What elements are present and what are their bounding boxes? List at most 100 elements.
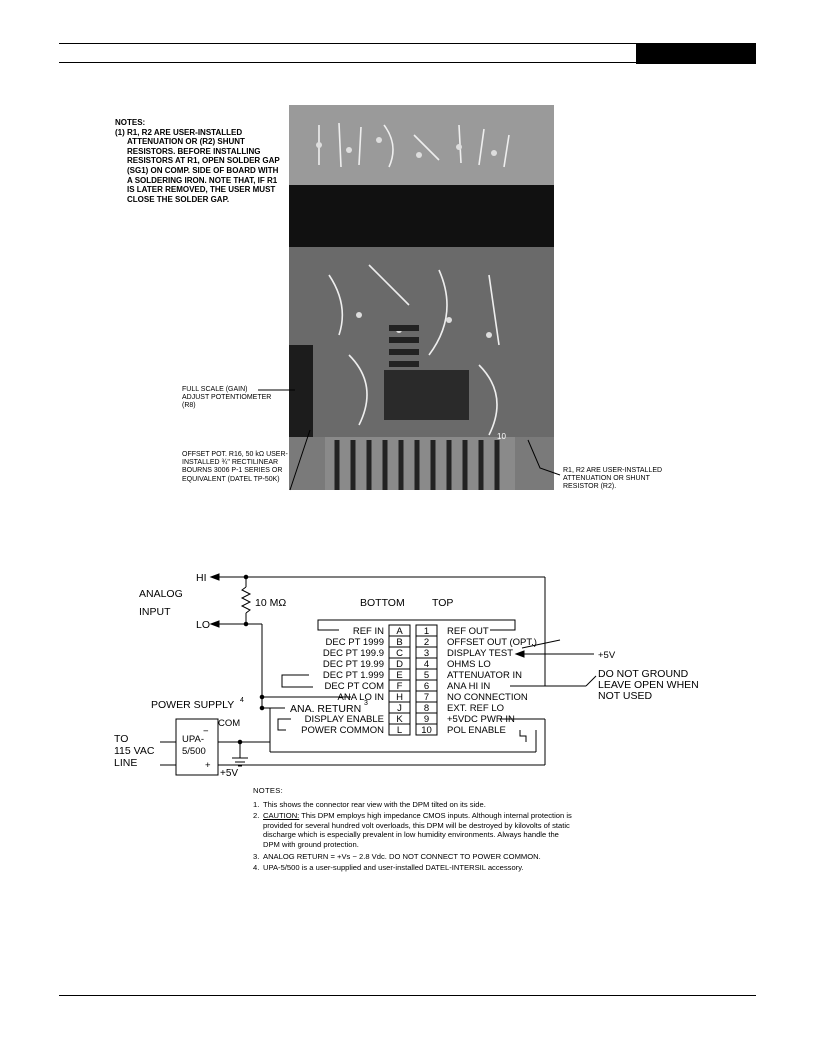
pin-top-1: 1 — [424, 626, 429, 637]
warning-line-2: LEAVE OPEN WHEN — [598, 679, 699, 691]
pin-bottom-c: C — [396, 648, 403, 659]
connector-table — [388, 624, 438, 736]
note-3-text: ANALOG RETURN = +Vs − 2.8 Vdc. DO NOT CO… — [263, 851, 541, 861]
resistor-line-2: ATTENUATION OR SHUNT — [563, 475, 650, 483]
header-tab — [636, 43, 756, 64]
lo-label: LO — [196, 619, 210, 631]
pin-bottom-f: F — [397, 681, 403, 692]
resistor-label: 10 MΩ — [255, 597, 286, 609]
pin-left-dec-pt-1-999: DEC PT 1.999 — [323, 670, 384, 681]
note-4: 4. UPA-5/500 is a user-supplied and user… — [253, 863, 573, 873]
pin-top-4: 4 — [424, 659, 429, 670]
pin-bottom-b: B — [396, 637, 402, 648]
note-2-number: 2. — [253, 811, 260, 821]
pin-top-7: 7 — [424, 692, 429, 703]
pin-right-display-test: DISPLAY TEST — [447, 648, 513, 659]
power-supply-note-ref: 4 — [240, 697, 244, 704]
pin-top-6: 6 — [424, 681, 429, 692]
upa-line-2: 5/500 — [182, 746, 206, 757]
pin-bottom-h: H — [396, 692, 403, 703]
upa-plus: + — [205, 760, 211, 771]
schematic-notes: NOTES: 1. This shows the connector rear … — [253, 786, 573, 875]
hi-label: HI — [196, 572, 207, 584]
pin-right-ref-out: REF OUT — [447, 626, 489, 637]
pin-bottom-a: A — [396, 626, 403, 637]
plus5v-right-label: +5V — [598, 650, 616, 661]
note-1-number: 1. — [253, 799, 260, 809]
pin-right-no-connection: NO CONNECTION — [447, 692, 528, 703]
pin-top-10: 10 — [421, 725, 432, 736]
pin-bottom-d: D — [396, 659, 403, 670]
pin-bottom-j: J — [397, 703, 402, 714]
plus5v-label: +5V — [220, 768, 238, 779]
pin-left-ref-in: REF IN — [353, 626, 384, 637]
note-1-text: This shows the connector rear view with … — [263, 799, 486, 809]
pin-left-dec-pt-1999: DEC PT 1999 — [326, 637, 384, 648]
to-line-3: LINE — [114, 757, 137, 769]
power-supply-label: POWER SUPPLY — [151, 699, 234, 711]
pin-bottom-l: L — [397, 725, 402, 736]
note-3-number: 3. — [253, 851, 260, 861]
warning-line-1: DO NOT GROUND — [598, 668, 689, 680]
gain-pot-line-3: (R8) — [182, 402, 196, 410]
note-2-body: CAUTION: This DPM employs high impedance… — [263, 811, 573, 849]
offset-pot-callout: OFFSET POT. R16, 50 kΩ USER- INSTALLED ¾… — [182, 451, 288, 484]
footer-rule — [59, 995, 756, 996]
pin-top-5: 5 — [424, 670, 429, 681]
offset-pot-line-2: INSTALLED ¾" RECTILINEAR — [182, 459, 279, 467]
pin-right-attenuator-in: ATTENUATOR IN — [447, 670, 522, 681]
top-label: TOP — [432, 597, 453, 609]
note-4-number: 4. — [253, 863, 260, 873]
pin-left-ana-lo-in: ANA LO IN — [338, 692, 385, 703]
board-mark-10: 10 — [497, 432, 506, 441]
resistor-callout: R1, R2 ARE USER-INSTALLED ATTENUATION OR… — [563, 467, 662, 492]
ana-return-note-ref: 3 — [364, 700, 368, 707]
photo-note-item: (1) R1, R2 ARE USER-INSTALLED ATTENUATIO… — [115, 127, 280, 204]
note-2: 2. CAUTION: This DPM employs high impeda… — [253, 811, 573, 849]
warning-line-3: NOT USED — [598, 690, 652, 702]
offset-pot-line-1: OFFSET POT. R16, 50 kΩ USER- — [182, 451, 288, 458]
pin-bottom-e: E — [396, 670, 402, 681]
pin-right-5vdc-pwr-in: +5VDC PWR IN — [447, 714, 515, 725]
pin-right-offset-out: OFFSET OUT (OPT.) — [447, 637, 537, 648]
pin-top-9: 9 — [424, 714, 429, 725]
note-3: 3. ANALOG RETURN = +Vs − 2.8 Vdc. DO NOT… — [253, 852, 573, 862]
pin-right-ext-ref-lo: EXT. REF LO — [447, 703, 504, 714]
pin-right-pol-enable: POL ENABLE — [447, 725, 506, 736]
to-line-2: 115 VAC — [114, 745, 155, 757]
resistor-line-3: RESISTOR (R2). — [563, 483, 617, 491]
gain-pot-callout: FULL SCALE (GAIN) ADJUST POTENTIOMETER (… — [182, 386, 271, 411]
circuit-board-photo: 10 — [289, 105, 554, 490]
note-4-text: UPA-5/500 is a user-supplied and user-in… — [263, 863, 524, 873]
header-underline — [59, 62, 636, 63]
ana-return-label: ANA. RETURN — [290, 703, 361, 715]
offset-pot-line-3: BOURNS 3006 P-1 SERIES OR — [182, 467, 283, 475]
pin-right-ana-hi-in: ANA HI IN — [447, 681, 490, 692]
pin-top-8: 8 — [424, 703, 429, 714]
note-2-text: This DPM employs high impedance CMOS inp… — [263, 811, 572, 849]
resistor-line-1: R1, R2 ARE USER-INSTALLED — [563, 467, 663, 474]
gain-pot-line-2: ADJUST POTENTIOMETER — [182, 394, 272, 402]
pin-left-display-enable: DISPLAY ENABLE — [305, 714, 384, 725]
upa-line-1: UPA- — [182, 734, 204, 745]
offset-pot-line-4: EQUIVALENT (DATEL TP-50K) — [182, 475, 280, 483]
analog-input-line-2: INPUT — [139, 606, 171, 618]
gain-pot-line-1: FULL SCALE (GAIN) — [182, 386, 248, 393]
pin-bottom-k: K — [396, 714, 403, 725]
upa-minus: − — [203, 726, 209, 737]
bottom-label: BOTTOM — [360, 597, 405, 609]
analog-input-line-1: ANALOG — [139, 588, 183, 600]
photo-notes: NOTES: (1) R1, R2 ARE USER-INSTALLED ATT… — [115, 118, 285, 204]
header-rule — [59, 43, 756, 44]
pin-right-ohms-lo: OHMS LO — [447, 659, 491, 670]
pin-left-dec-pt-199-9: DEC PT 199.9 — [323, 648, 384, 659]
note-2-caution: CAUTION: — [263, 811, 300, 821]
pin-left-dec-pt-com: DEC PT COM — [325, 681, 385, 692]
pin-left-dec-pt-19-99: DEC PT 19.99 — [323, 659, 384, 670]
pin-left-power-common: POWER COMMON — [301, 725, 384, 736]
to-line-1: TO — [114, 733, 128, 745]
pin-top-2: 2 — [424, 637, 429, 648]
note-1: 1. This shows the connector rear view wi… — [253, 800, 573, 810]
